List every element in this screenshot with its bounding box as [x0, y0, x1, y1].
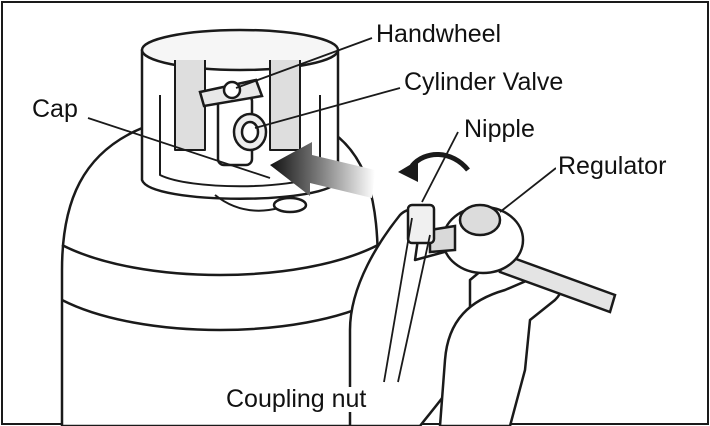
- cylinder-valve-label: Cylinder Valve: [402, 68, 566, 96]
- cap-label: Cap: [30, 95, 80, 123]
- nipple-label: Nipple: [462, 115, 537, 143]
- connection-arrow-icon: [270, 142, 375, 198]
- coupling-nut-label: Coupling nut: [224, 385, 369, 413]
- cylinder-valve-icon: [198, 78, 268, 167]
- handwheel-label: Handwheel: [374, 20, 504, 48]
- leader-lines: [87, 37, 557, 383]
- regulator-label: Regulator: [556, 152, 669, 180]
- regulator-icon: [406, 203, 617, 314]
- rotation-arrow-icon: [398, 152, 470, 182]
